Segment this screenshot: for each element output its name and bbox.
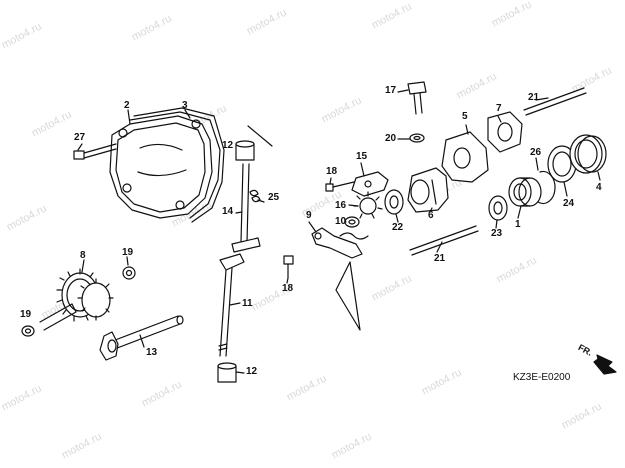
callout-2: 2 — [124, 100, 130, 111]
collar — [235, 140, 255, 161]
shift-shaft — [231, 163, 261, 253]
washer — [21, 325, 35, 337]
callout-6: 6 — [428, 210, 434, 221]
shift-drum-segment — [441, 131, 489, 183]
countershaft — [99, 315, 184, 361]
shift-drum — [407, 167, 449, 213]
callout-18: 18 — [282, 283, 294, 294]
callout-14: 14 — [222, 206, 234, 217]
diagram-code: KZ3E-E0200 — [513, 372, 571, 383]
fork-shaft — [409, 225, 479, 256]
pin — [344, 216, 360, 228]
washer — [409, 133, 425, 143]
callout-12: 12 — [246, 366, 258, 377]
callout-22: 22 — [392, 222, 404, 233]
select-shaft — [218, 253, 245, 357]
bearing — [508, 177, 542, 207]
callout-12: 12 — [222, 140, 234, 151]
callout-27: 27 — [74, 132, 86, 143]
circlip — [537, 170, 556, 205]
bolt — [407, 81, 427, 115]
fork-shaft — [523, 87, 587, 116]
callout-17: 17 — [385, 85, 397, 96]
stopper-spring — [339, 232, 369, 240]
drum-star — [353, 191, 383, 219]
collar — [217, 362, 237, 383]
callout-19: 19 — [20, 309, 32, 320]
callout-16: 16 — [335, 200, 347, 211]
callout-26: 26 — [530, 147, 542, 158]
callout-7: 7 — [496, 103, 502, 114]
return-spring — [249, 189, 265, 203]
callout-13: 13 — [146, 347, 158, 358]
callout-18: 18 — [326, 166, 338, 177]
stopper-arm — [311, 227, 363, 259]
callout-11: 11 — [242, 298, 253, 309]
callout-4: 4 — [596, 182, 602, 193]
callout-15: 15 — [356, 151, 368, 162]
callout-1: 1 — [515, 219, 521, 230]
bearing — [488, 195, 508, 221]
cover-gasket — [129, 107, 225, 223]
bearing — [384, 189, 404, 215]
bolt — [283, 255, 294, 279]
callout-8: 8 — [80, 250, 86, 261]
callout-10: 10 — [335, 216, 347, 227]
callout-24: 24 — [563, 198, 575, 209]
shift-drum-end — [487, 111, 523, 153]
callout-3: 3 — [182, 100, 188, 111]
callout-19: 19 — [122, 247, 134, 258]
bolt — [73, 143, 117, 160]
callout-25: 25 — [268, 192, 280, 203]
front-arrow-icon — [593, 354, 617, 375]
callout-21: 21 — [528, 92, 540, 103]
washer — [122, 266, 136, 280]
gear-case-cover — [109, 115, 213, 219]
final-gear — [39, 268, 114, 331]
callout-23: 23 — [491, 228, 503, 239]
stopper-plate — [351, 171, 389, 197]
callout-21: 21 — [434, 253, 446, 264]
cap — [569, 134, 607, 174]
callout-5: 5 — [462, 111, 468, 122]
callout-20: 20 — [385, 133, 397, 144]
callout-9: 9 — [306, 210, 312, 221]
